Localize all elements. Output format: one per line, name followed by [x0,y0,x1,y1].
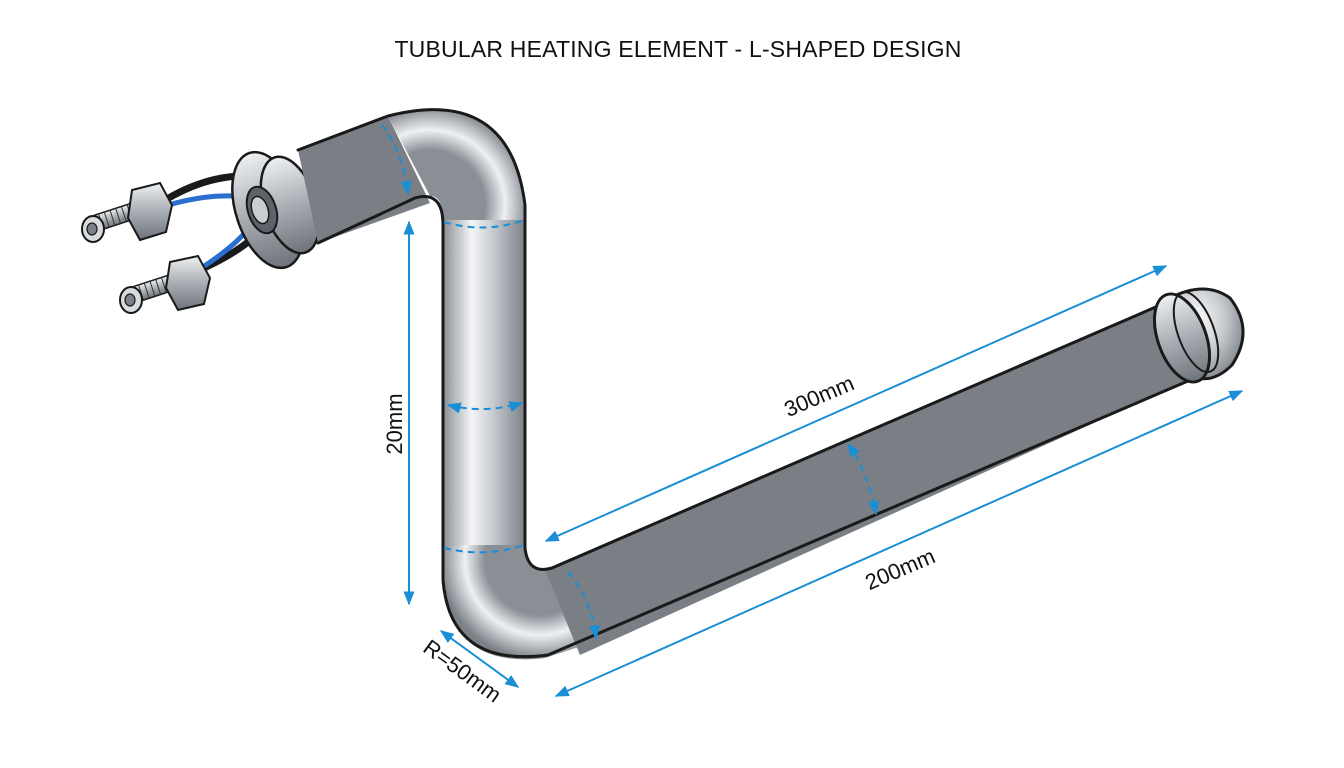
dim-label-300: 300mm [780,370,857,422]
section-marker-top-bend [443,219,525,229]
dimension-annotations [381,124,1244,697]
tube-top-bend [388,109,525,225]
diagram-title: TUBULAR HEATING ELEMENT - L-SHAPED DESIG… [394,36,962,62]
terminal-stud-lower [119,254,212,314]
section-marker-lower [443,544,525,554]
tube-vertical-segment [443,220,525,550]
terminal-assembly [81,150,321,314]
section-marker-mid [446,401,524,414]
mounting-flange [231,150,321,270]
section-marker-upper [381,124,412,196]
dim-line-200 [554,390,1244,697]
dim-line-radius [439,630,520,688]
terminal-stud-upper [81,181,174,243]
dim-label-200: 200mm [861,543,938,595]
heating-tube [296,108,1245,660]
section-marker-bottom-bend [567,571,601,640]
dim-label-vertical: 20mm [382,393,407,454]
tube-long-segment [545,300,1200,655]
tube-upper-segment [298,116,430,243]
section-marker-long [847,442,880,516]
